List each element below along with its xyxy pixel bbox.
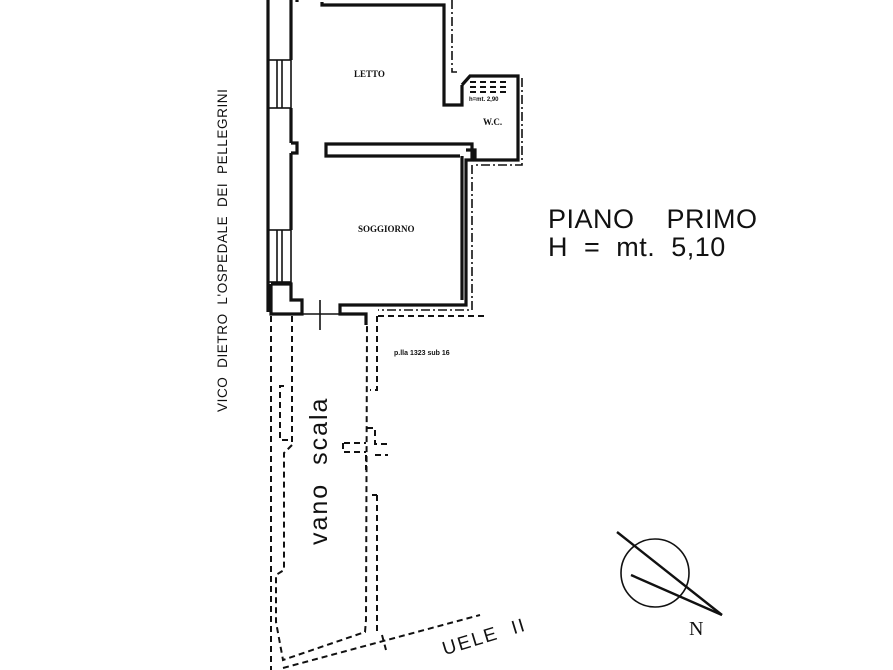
wc-height-note: h=mt. 2,90 (469, 97, 499, 103)
height-note: H = mt. 5,10 (548, 232, 726, 262)
parcel-note: p.lla 1323 sub 16 (394, 350, 450, 357)
floor-title-block: PIANO PRIMO H = mt. 5,10 (548, 205, 758, 261)
floor-title: PIANO PRIMO (548, 204, 758, 234)
stairwell-label: vano scala (305, 396, 333, 545)
north-compass-icon (616, 531, 723, 617)
living-room-walls (324, 142, 484, 325)
north-label: N (689, 618, 704, 640)
left-exterior-wall (266, 0, 340, 330)
bedroom-walls (295, 0, 464, 107)
wc-walls: h=mt. 2,90 (460, 74, 523, 166)
stairwell-outline (270, 316, 481, 670)
room-label-soggiorno: SOGGIORNO (358, 224, 415, 234)
street-name-left: VICO DIETRO L'OSPEDALE DEI PELLEGRINI (215, 88, 230, 412)
room-label-wc: W.C. (483, 117, 502, 127)
room-label-letto: LETTO (354, 69, 385, 79)
